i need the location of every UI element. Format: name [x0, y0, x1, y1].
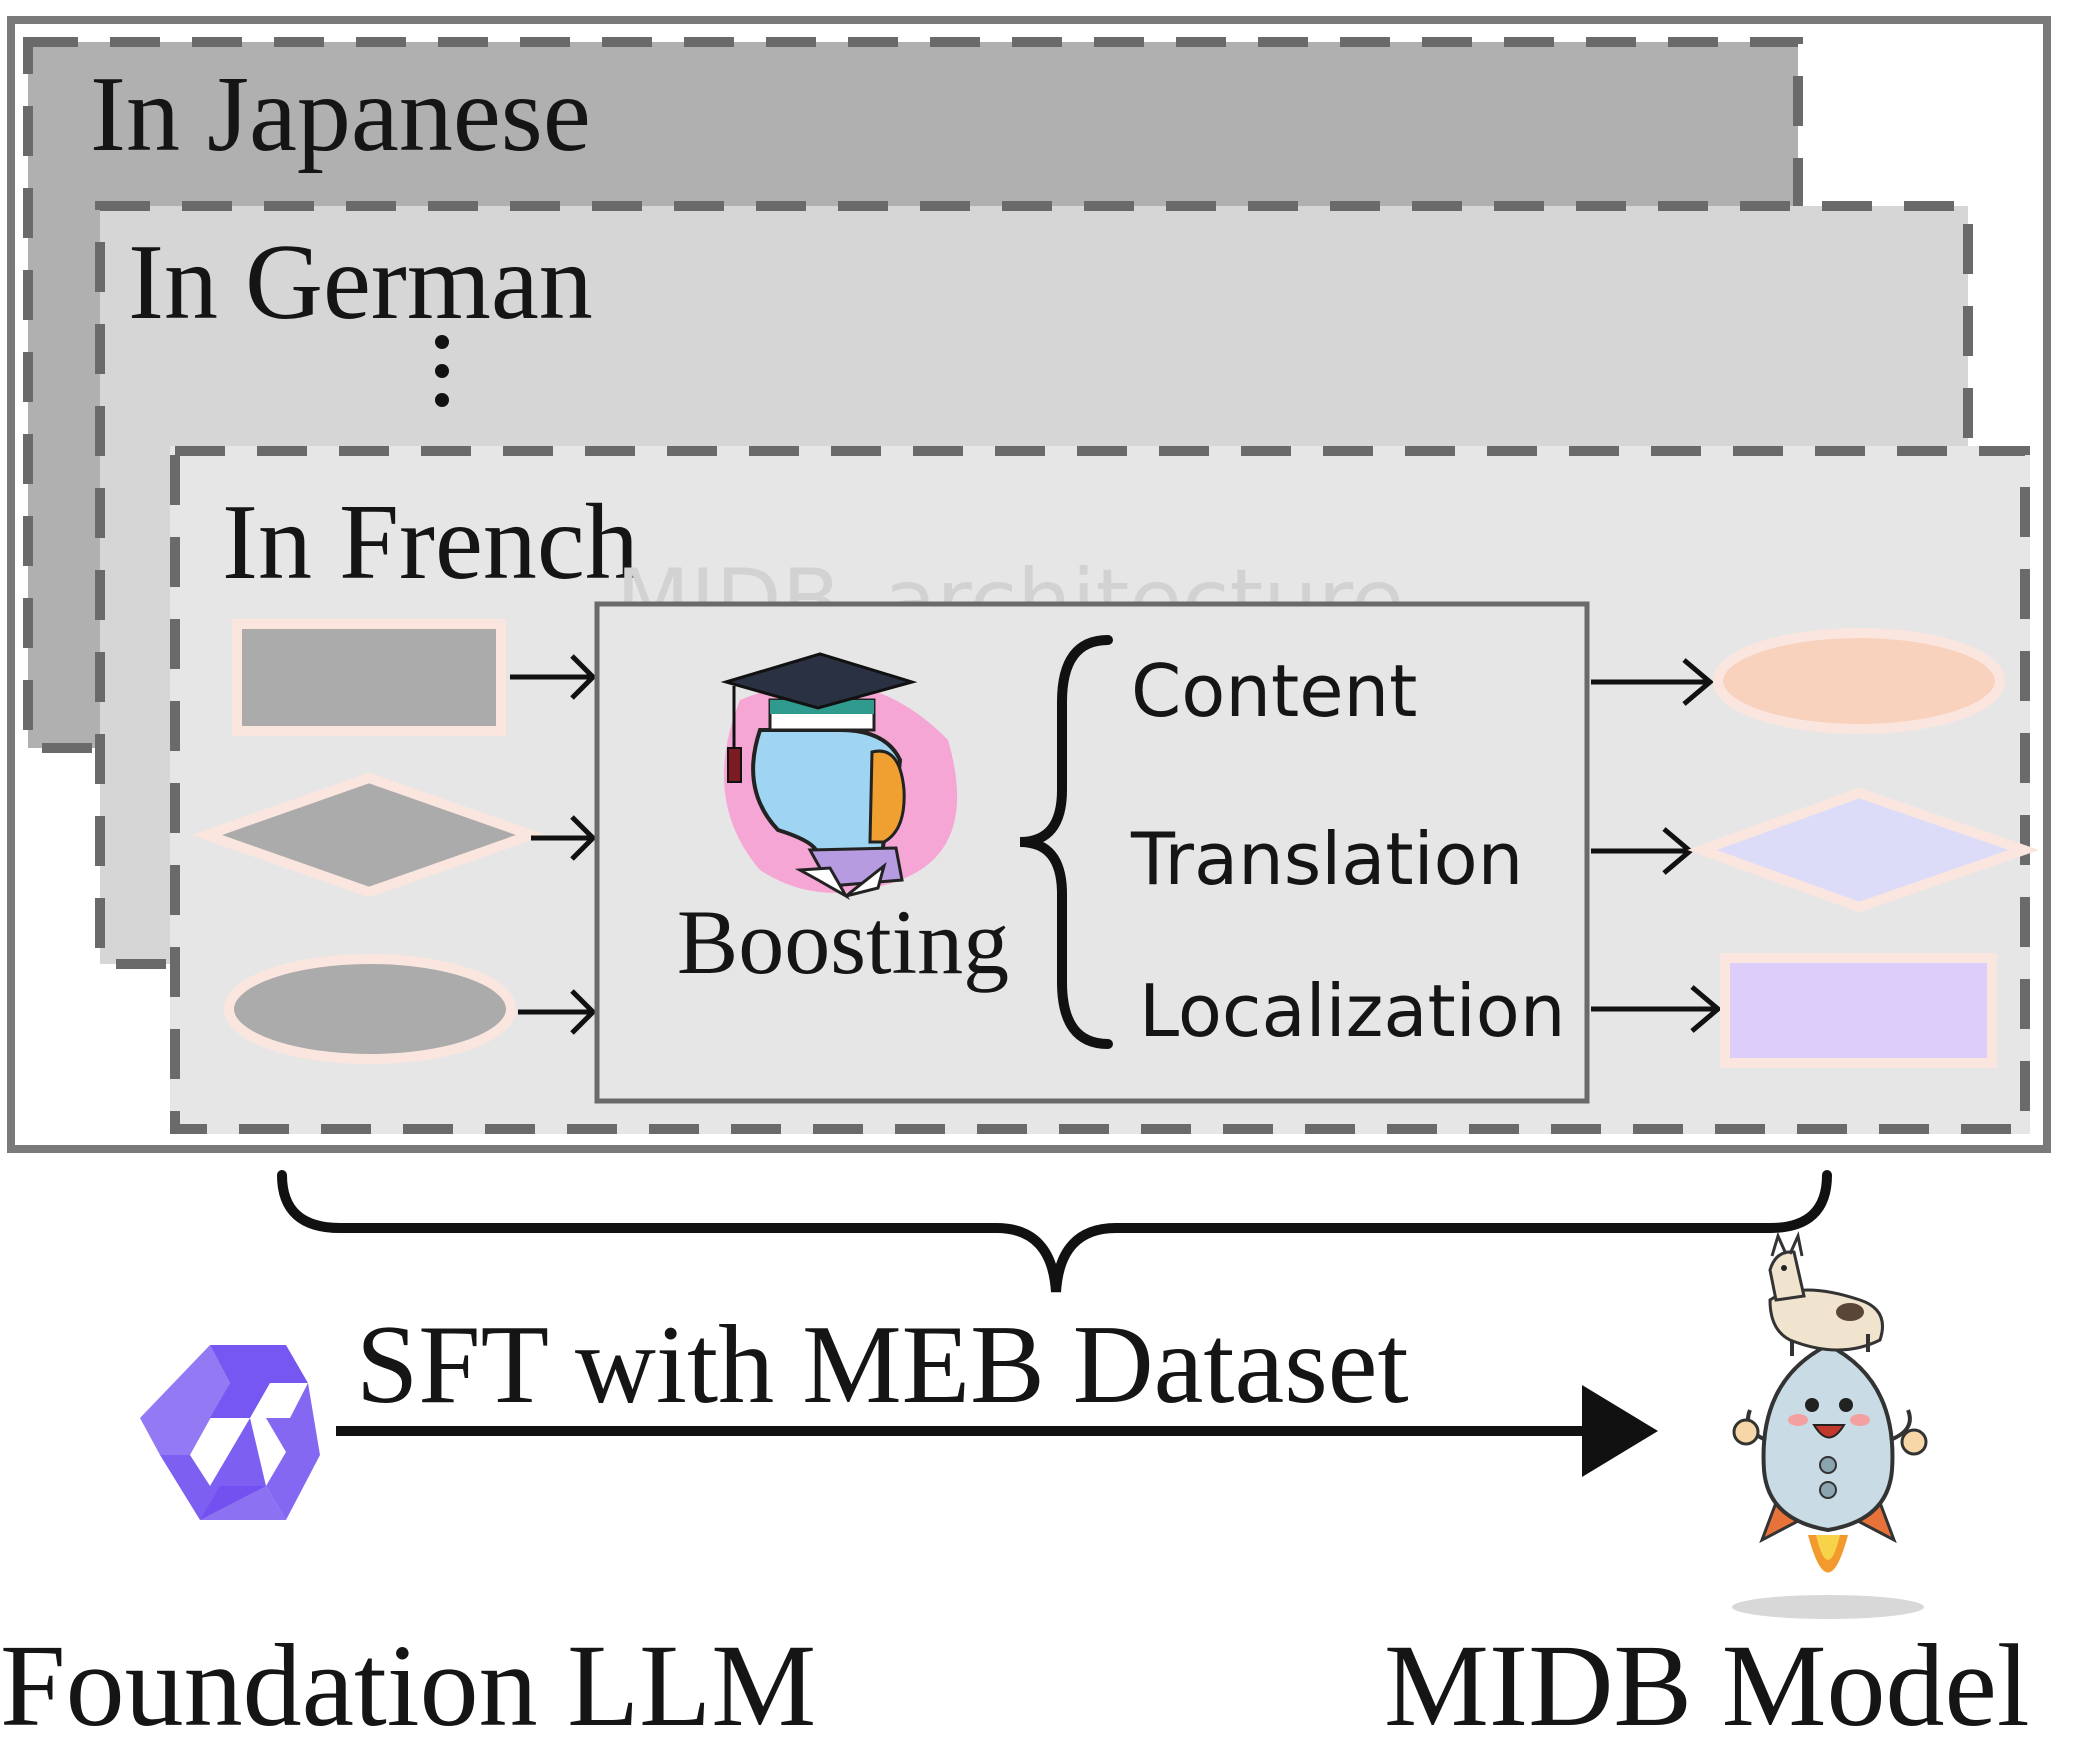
output-diamond [1687, 787, 2040, 913]
llama-rocket-mascot-icon [1732, 1231, 1928, 1619]
input-rectangle [232, 619, 506, 736]
more-languages-ellipsis [435, 335, 449, 407]
layer-german-title: In German [128, 223, 593, 342]
input-shapes [191, 619, 547, 1064]
output-label-content: Content [1131, 649, 1417, 733]
output-ellipse [1713, 628, 2005, 734]
output-label-localization: Localization [1139, 969, 1565, 1053]
layer-japanese-title: In Japanese [90, 55, 591, 174]
output-shapes [1687, 628, 2040, 1068]
boosting-label: Boosting [677, 891, 1009, 993]
output-arrows [1591, 658, 1722, 1033]
output-label-translation: Translation [1130, 817, 1523, 901]
scholar-graduation-cap-icon [720, 652, 958, 901]
sft-label: SFT with MEB Dataset [356, 1303, 1409, 1427]
output-rectangle [1720, 953, 1997, 1068]
output-curly-brace [1019, 635, 1113, 1049]
midb-model-label: MIDB Model [1384, 1620, 2030, 1743]
output-labels: Content Translation Localization [1130, 649, 1565, 1053]
foundation-llm-label: Foundation LLM [0, 1620, 816, 1743]
input-diamond [191, 772, 547, 898]
sft-arrow-head [1582, 1385, 1658, 1477]
bottom-curly-brace [277, 1170, 1832, 1293]
input-arrows [510, 654, 597, 1035]
layer-french-title: In French [222, 483, 639, 602]
foundation-llm-logo-icon [140, 1345, 320, 1520]
input-ellipse [224, 954, 516, 1064]
